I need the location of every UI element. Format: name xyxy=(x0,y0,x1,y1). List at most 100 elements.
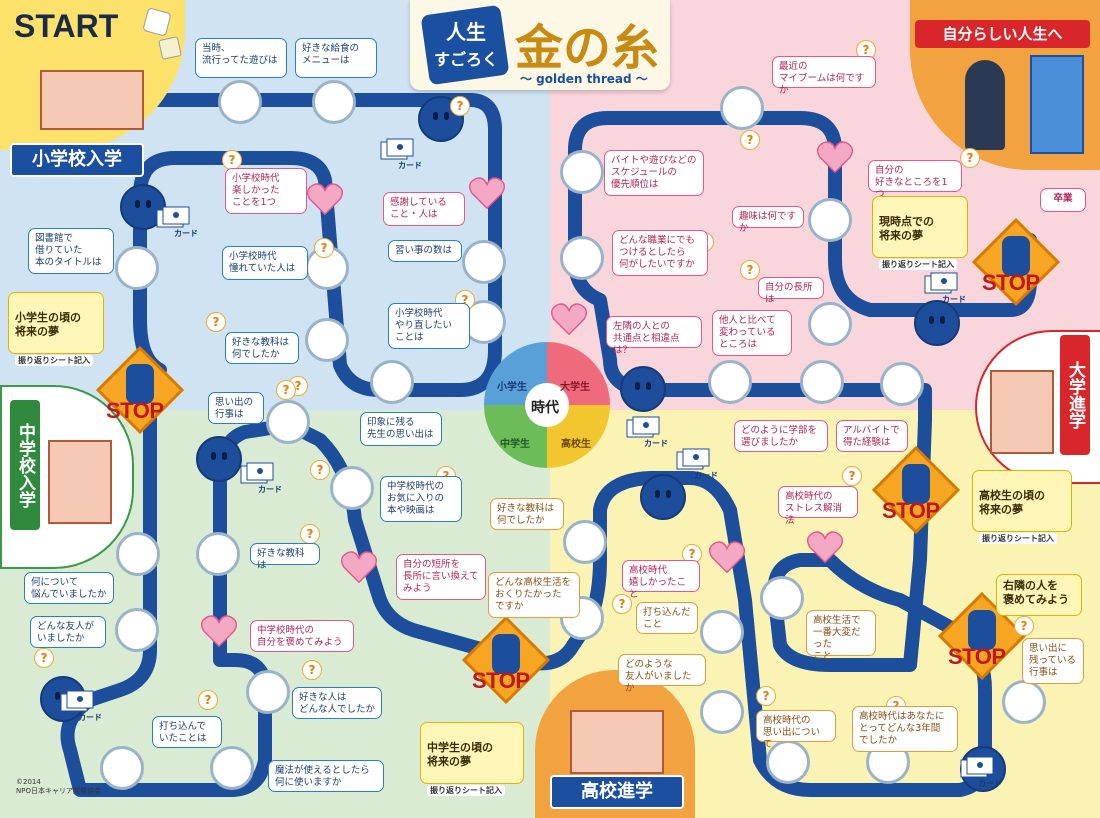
card-label: カード xyxy=(694,471,718,480)
board-space xyxy=(808,198,852,242)
question-mark-icon: ? xyxy=(960,148,980,168)
card-label: カード xyxy=(258,485,282,494)
question-bubble: どんな友人が いましたか xyxy=(30,616,106,648)
board-space xyxy=(560,150,604,194)
dream-bubble: 中学生の頃の 将来の夢 振り返りシート記入 xyxy=(420,722,524,796)
card-icon xyxy=(960,756,1000,778)
board-space xyxy=(800,360,844,404)
card-icon xyxy=(626,416,666,438)
question-bubble: 好きな教科は 何でしたか xyxy=(225,332,299,364)
question-mark-icon: ? xyxy=(842,466,862,486)
school-building-icon xyxy=(48,440,112,524)
question-bubble: 印象に残る 先生の思い出は xyxy=(360,412,442,446)
board-space xyxy=(560,236,604,280)
dream-sheet-note: 振り返りシート記入 xyxy=(979,533,1057,544)
card-icon xyxy=(380,138,420,160)
board-space xyxy=(563,520,607,564)
question-bubble: 高校時代の 思い出について xyxy=(756,710,836,750)
school-building-icon xyxy=(40,70,144,130)
question-bubble: 好きな人は どんな人でしたか xyxy=(292,687,382,719)
dream-text: 高校生の頃の 将来の夢 xyxy=(979,489,1045,516)
era-center-label: 時代 xyxy=(531,400,559,416)
era-middle-label: 中学生 xyxy=(500,439,530,450)
heart-icon xyxy=(708,538,746,576)
stop-label: STOP xyxy=(948,644,1006,669)
dream-sheet-note: 振り返りシート記入 xyxy=(15,355,93,366)
question-mark-icon: ? xyxy=(198,690,218,710)
sad-face-icon xyxy=(196,436,242,482)
era-high-label: 高校生 xyxy=(561,439,591,450)
question-bubble: 何について 悩んでいましたか xyxy=(24,572,114,604)
question-bubble: 高校時代はあなたに とってどんな3年間 でしたか xyxy=(852,706,958,752)
heart-icon xyxy=(468,174,506,212)
stop-hand-icon xyxy=(95,345,185,435)
question-bubble: バイトや遊びなどの スケジュールの 優先順位は xyxy=(604,150,704,196)
board-space xyxy=(115,608,159,652)
businessman-icon xyxy=(965,60,1005,150)
board-space xyxy=(760,576,804,620)
question-bubble: どんな高校生活を おくりたかった ですか xyxy=(488,572,580,618)
question-bubble: 小学校時代 憧れていた人は xyxy=(222,246,308,280)
heart-icon xyxy=(200,612,238,650)
board-space xyxy=(880,362,924,406)
start-label: START xyxy=(14,8,119,44)
stop-hand-icon xyxy=(461,615,551,705)
dream-text: 現時点での 将来の夢 xyxy=(879,215,934,242)
board-space xyxy=(330,466,374,510)
question-bubble: 習い事の数は xyxy=(388,240,462,262)
card-icon xyxy=(924,272,964,294)
question-mark-icon: ? xyxy=(612,594,632,614)
board-space xyxy=(100,746,144,790)
board-space xyxy=(808,302,852,346)
card-label: カード xyxy=(644,439,668,448)
question-bubble: 最近の マイブームは何ですか xyxy=(772,56,876,96)
question-bubble: 自分の 好きなところを1つ xyxy=(868,160,962,200)
question-bubble: アルバイトで 得た経験は xyxy=(836,420,908,452)
heart-icon xyxy=(550,300,588,338)
question-mark-icon: ? xyxy=(34,648,54,668)
question-mark-icon: ? xyxy=(302,660,322,680)
question-bubble: 思い出に 残っている 行事は xyxy=(1022,638,1084,684)
board-space xyxy=(116,532,160,576)
question-bubble: 高校生活で 一番大変だった こと xyxy=(806,610,876,662)
question-bubble: どんな職業にでも つけるとしたら 何がしたいですか xyxy=(612,230,708,276)
title-english: ～ golden thread ～ xyxy=(520,72,648,86)
question-bubble: 左隣の人との 共通点と相違点は？ xyxy=(606,316,702,356)
board-space xyxy=(700,610,744,654)
question-bubble: 右隣の人を 褒めてみよう xyxy=(996,574,1082,616)
title-sub-line2: すごろく xyxy=(434,50,499,69)
card-label: カード xyxy=(78,713,102,722)
high-entry-label: 高校進学 xyxy=(550,775,684,809)
question-bubble: 他人と比べて 変わっている ところは xyxy=(712,310,792,356)
college-entry-label: 大学進学 xyxy=(1060,335,1090,455)
heart-icon xyxy=(306,180,344,218)
card-icon xyxy=(60,690,100,712)
stop-label: STOP xyxy=(982,270,1040,295)
question-bubble: 自分の短所を 長所に言い換えて みよう xyxy=(396,554,486,600)
question-bubble: 思い出の 行事は xyxy=(208,392,264,424)
board-space xyxy=(708,360,752,404)
question-bubble: 好きな給食の メニューは xyxy=(295,38,377,78)
board-space xyxy=(210,746,254,790)
dream-text: 小学生の頃の 将来の夢 xyxy=(15,311,81,338)
question-bubble: 打ち込んで いたことは xyxy=(152,716,222,748)
question-mark-icon: ? xyxy=(1014,616,1034,636)
stop-label: STOP xyxy=(882,498,940,523)
board-space xyxy=(720,86,764,130)
question-bubble: 中学校時代の お気に入りの 本や映画は xyxy=(380,476,462,522)
university-building-icon xyxy=(990,370,1054,454)
question-bubble: 魔法が使えるとしたら 何に使いますか xyxy=(268,760,384,792)
graduation-label: 卒業 xyxy=(1040,188,1086,212)
dream-sheet-note: 振り返りシート記入 xyxy=(427,785,505,796)
question-mark-icon: ? xyxy=(740,130,760,150)
question-mark-icon: ? xyxy=(310,460,330,480)
board-space xyxy=(246,670,290,714)
dream-text: 中学生の頃の 将来の夢 xyxy=(427,741,493,768)
question-mark-icon: ? xyxy=(740,260,760,280)
dream-bubble: 高校生の頃の 将来の夢 振り返りシート記入 xyxy=(972,470,1072,544)
question-mark-icon: ? xyxy=(314,238,334,258)
question-bubble: 高校時代 嬉しかったこと xyxy=(622,560,700,600)
question-bubble: 打ち込んだ こと xyxy=(636,602,698,634)
card-icon xyxy=(156,206,196,228)
question-bubble: 当時、 流行ってた遊びは xyxy=(195,38,287,78)
